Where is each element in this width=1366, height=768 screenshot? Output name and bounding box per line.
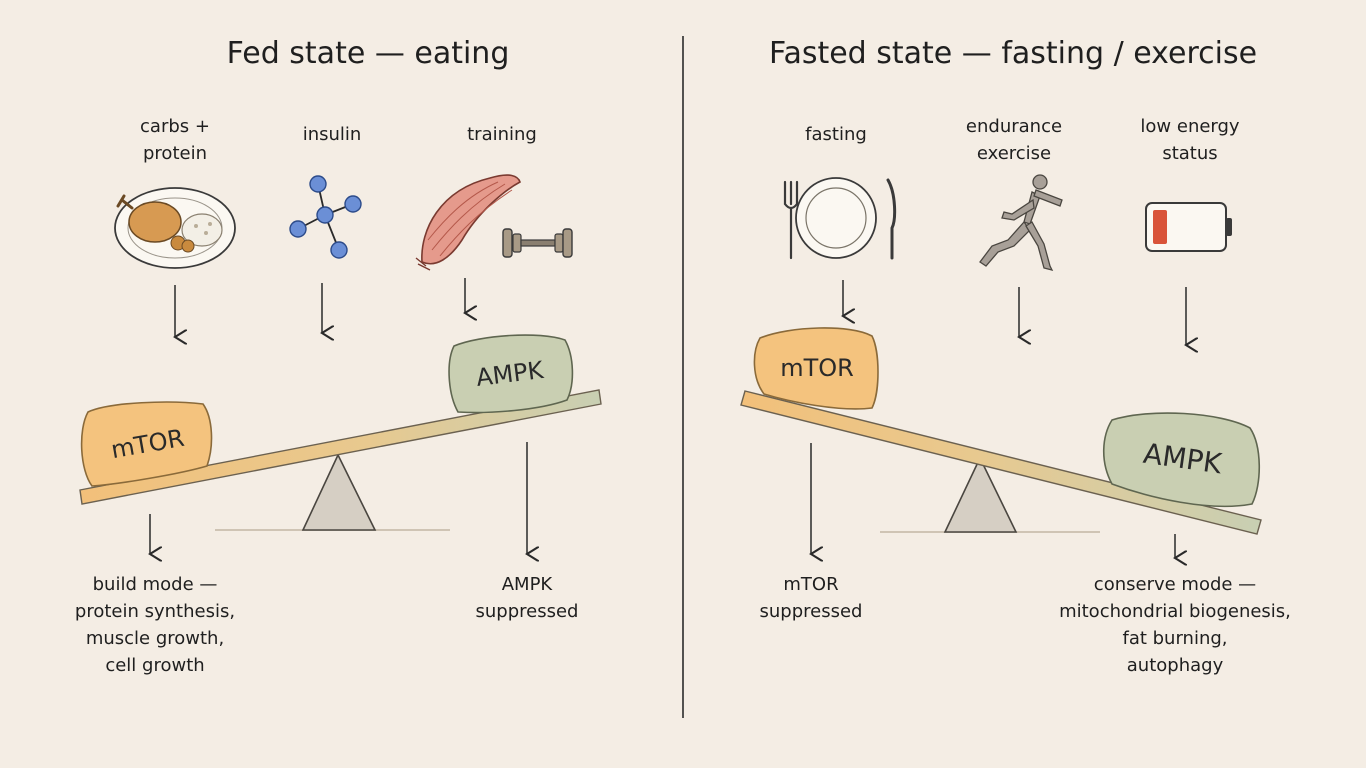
outcome-line: mitochondrial biogenesis, [1059,601,1291,622]
outcome-line: muscle growth, [85,628,225,649]
fasted-title: Fasted state — fasting / exercise [768,36,1258,71]
fasted-panel: mTOR AMPK [740,174,1262,558]
outcome-line: cell growth [105,655,205,676]
outcome-line: protein synthesis, [74,601,236,622]
fed-title: Fed state — eating [226,36,510,71]
outcome-line: AMPK [501,574,553,595]
outcome-line: conserve mode — [1093,574,1257,595]
fasted-outcome-conserve: conserve mode — mitochondrial biogenesis… [1058,571,1292,679]
runner-icon [979,174,1063,271]
label-line: endurance [965,116,1063,137]
empty-plate-utensils-icon [783,177,897,260]
outcome-line: suppressed [475,601,579,622]
outcome-line: build mode — [92,574,218,595]
fulcrum [943,456,1018,533]
ampk-block: AMPK [448,334,574,414]
label-line: exercise [976,143,1052,164]
mtor-label: mTOR [780,354,854,382]
seesaw-beam [79,389,602,505]
fed-outcome-ampk: AMPK suppressed [460,571,594,625]
label-line: status [1162,143,1218,164]
input-label-insulin: insulin [302,124,362,145]
input-label-endurance: endurance exercise [944,113,1084,167]
fulcrum [301,453,377,531]
ampk-block: AMPK [1102,412,1261,508]
outcome-line: suppressed [759,601,863,622]
muscle-dumbbell-icon [415,174,573,271]
fed-panel: mTOR AMPK [79,174,602,554]
label-line: carbs + [140,116,210,137]
input-label-energy: low energy status [1120,113,1260,167]
fed-outcome-build: build mode — protein synthesis, muscle g… [60,571,250,679]
input-label-training: training [467,124,537,145]
plate-chicken-rice-icon [114,187,236,269]
outcome-line: fat burning, [1122,628,1228,649]
low-battery-icon [1145,202,1232,252]
label-line: low energy [1140,116,1240,137]
seesaw-beam [740,390,1262,535]
outcome-line: mTOR [783,574,839,595]
molecule-icon [289,175,362,259]
label-line: protein [143,143,207,164]
mtor-block: mTOR [80,401,213,487]
mtor-block: mTOR [753,327,879,410]
input-label-fasting: fasting [805,124,867,145]
outcome-line: autophagy [1126,655,1224,676]
input-label-food: carbs + protein [110,113,240,167]
fasted-outcome-mtor: mTOR suppressed [744,571,878,625]
